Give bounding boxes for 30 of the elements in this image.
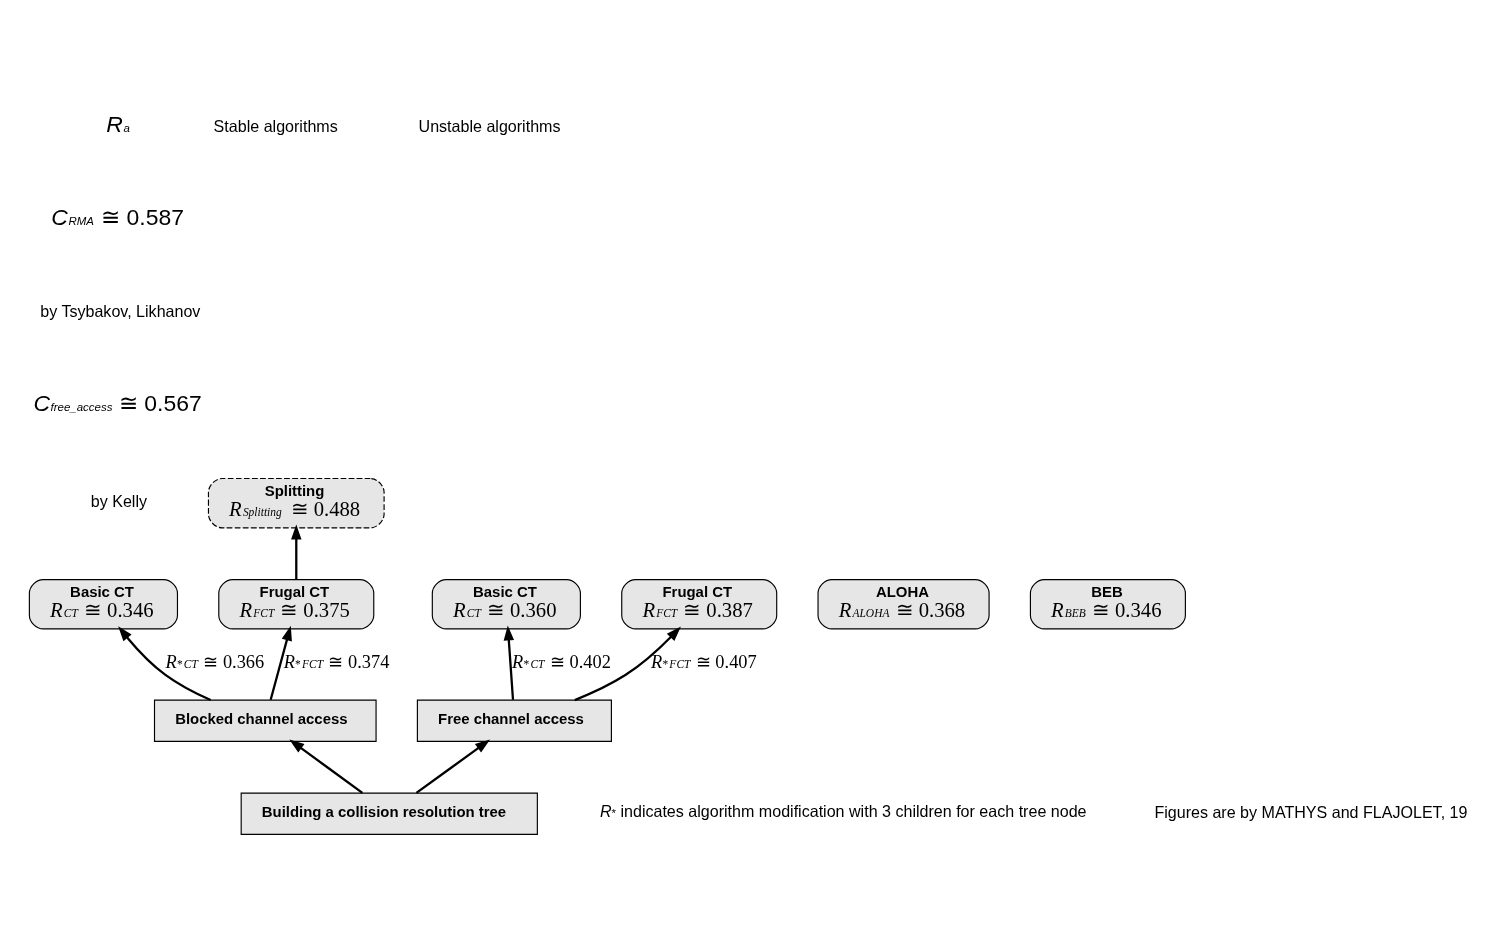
label: Ra [106, 110, 130, 137]
node-box: BEB RBEB ≅ 0.346 [1029, 578, 1186, 629]
label: Cfree_access ≅ 0.567 [33, 389, 202, 416]
edge-label: R*FCT ≅ 0.374 [283, 651, 390, 672]
label: CRMA ≅ 0.587 [51, 203, 184, 230]
arrow [291, 524, 302, 579]
arrow [269, 625, 292, 700]
node-box: Splitting RSplitting ≅ 0.488 [207, 477, 385, 528]
arrow [415, 739, 491, 794]
edge-label: R*FCT ≅ 0.407 [651, 651, 757, 672]
node-box: Frugal CT RFCT ≅ 0.387 [621, 578, 778, 629]
label: by Kelly [90, 491, 148, 510]
node-box: Basic CT RCT ≅ 0.346 [28, 578, 179, 629]
edge-label: R*CT ≅ 0.366 [165, 651, 265, 672]
node-box: Building a collision resolution tree [240, 792, 538, 835]
edge-label: R*CT ≅ 0.402 [512, 651, 611, 672]
label: Figures are by MATHYS and FLAJOLET, 19 [1154, 802, 1468, 821]
node-box: Basic CT RCT ≅ 0.360 [431, 578, 581, 629]
label: Stable algorithms [213, 116, 338, 134]
arrow [503, 625, 515, 700]
arrow [574, 626, 681, 701]
label: Unstable algorithms [418, 116, 561, 134]
label: R* indicates algorithm modification with 3 children for each tree node [599, 801, 1087, 820]
node-box: Frugal CT RFCT ≅ 0.375 [218, 578, 375, 629]
node-box: Blocked channel access [153, 699, 377, 742]
label: by Tsybakov, Likhanov [40, 301, 201, 320]
node-box: ALOHA RALOHA ≅ 0.368 [817, 578, 990, 629]
arrow [118, 625, 212, 701]
arrow [289, 739, 364, 794]
node-box: Free channel access [416, 699, 612, 742]
